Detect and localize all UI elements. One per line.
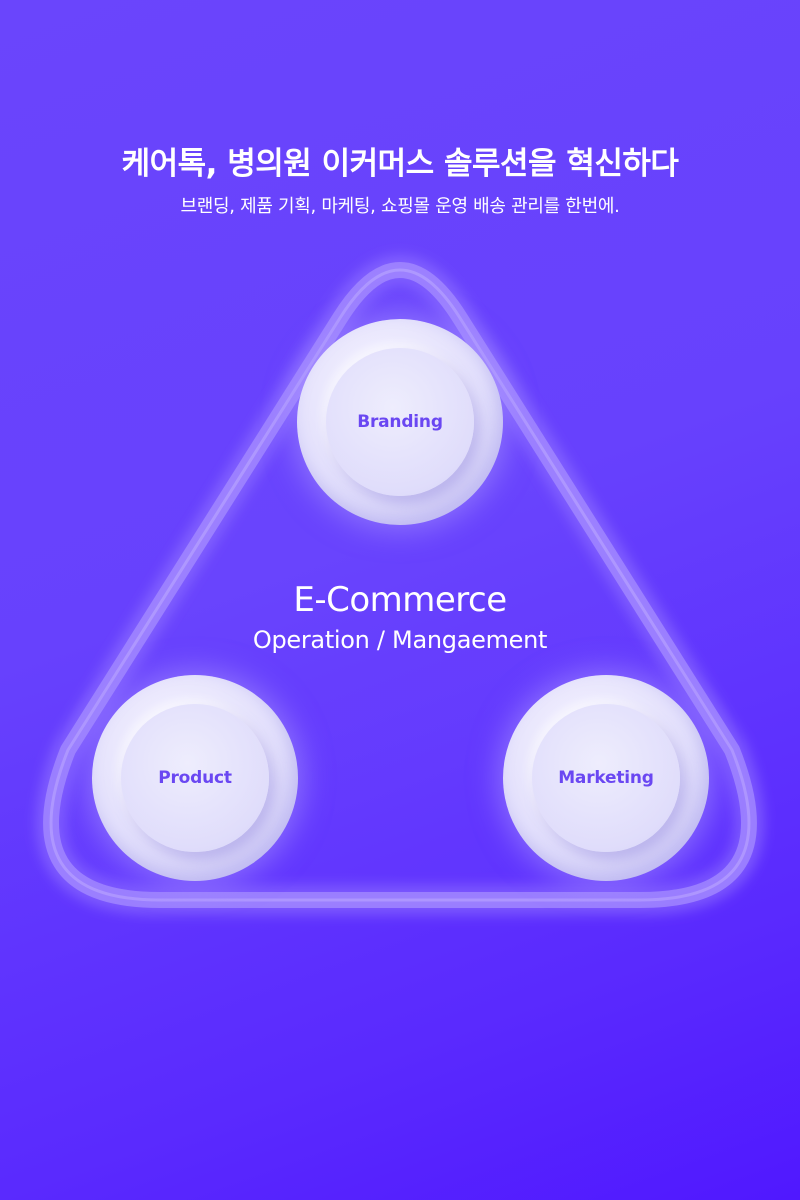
product-label: Product: [158, 768, 232, 788]
center-subtitle: Operation / Mangaement: [252, 626, 548, 654]
triangle-frame-highlight: [49, 268, 751, 902]
headline: 케어톡, 병의원 이커머스 솔루션을 혁신하다: [121, 146, 679, 182]
center-title: E-Commerce: [293, 580, 507, 620]
product-node: Product: [92, 675, 298, 881]
subheadline: 브랜딩, 제품 기획, 마케팅, 쇼핑몰 운영 배송 관리를 한번에.: [180, 196, 620, 217]
marketing-label: Marketing: [558, 768, 654, 788]
branding-node: Branding: [297, 319, 503, 525]
marketing-node-inner: Marketing: [532, 704, 680, 852]
product-node-inner: Product: [121, 704, 269, 852]
marketing-node: Marketing: [503, 675, 709, 881]
branding-label: Branding: [357, 412, 443, 432]
branding-node-inner: Branding: [326, 348, 474, 496]
